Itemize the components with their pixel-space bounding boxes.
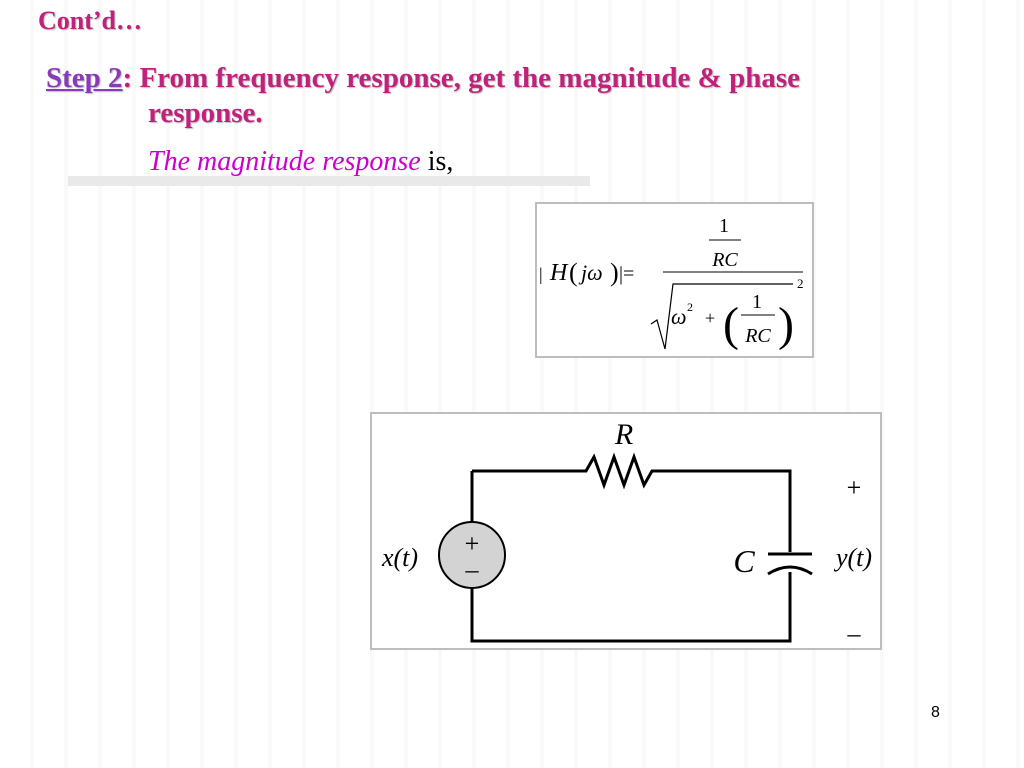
eq-den-paren-open: ( [723, 298, 739, 351]
circuit-bottom-wire [470, 572, 792, 643]
eq-den-omega: ω [671, 304, 687, 329]
eq-lhs-paren-close: ) [610, 258, 619, 287]
output-minus-sign: – [847, 619, 862, 648]
rc-circuit-diagram: + – R C x(t) y(t) + – [381, 418, 872, 648]
step-text-line2: response. [148, 97, 263, 129]
eq-den-plus: + [705, 308, 715, 328]
magnitude-equation: | H ( jω ) |= 1 RC 2 ω 2 + ( 1 RC ) [539, 215, 804, 351]
eq-lhs-bar-eq: |= [619, 263, 634, 285]
input-signal-label: x(t) [381, 543, 418, 572]
step-colon: : [122, 62, 133, 94]
output-signal-label: y(t) [833, 543, 872, 572]
page-number: 8 [931, 704, 940, 721]
circuit-top-wire [472, 452, 792, 552]
step-line: Step 2: From frequency response, get the… [46, 58, 966, 98]
eq-num-one: 1 [719, 215, 729, 237]
eq-den-rc: RC [744, 325, 771, 347]
eq-num-rc: RC [711, 249, 738, 271]
magnitude-response-rest: is, [420, 146, 454, 177]
eq-den-omega-exp: 2 [687, 300, 693, 314]
circuit-diagram-box: + – R C x(t) y(t) + – [370, 412, 882, 650]
capacitor-label: C [733, 543, 755, 579]
eq-den-paren-close: ) [778, 298, 794, 351]
magnitude-response-line: The magnitude response is, [148, 146, 453, 178]
source-plus-sign: + [465, 529, 480, 558]
step-link[interactable]: Step 2 [46, 62, 123, 94]
eq-lhs-jw: jω [578, 260, 603, 285]
eq-den-outer-exp: 2 [797, 276, 804, 291]
resistor-label: R [614, 418, 633, 451]
capacitor-bottom-plate [767, 565, 813, 576]
equation-box: | H ( jω ) |= 1 RC 2 ω 2 + ( 1 RC ) [535, 202, 814, 358]
voltage-source-icon [438, 521, 506, 589]
eq-lhs-h: H [549, 260, 569, 286]
eq-lhs-paren-open: ( [569, 258, 578, 287]
text-underline-bar [68, 176, 590, 186]
eq-den-one: 1 [752, 291, 762, 313]
eq-sqrt-sign [650, 283, 793, 350]
step-text-line1: From frequency response, get the magnitu… [132, 62, 800, 94]
eq-lhs-bar-left: | [539, 264, 543, 284]
source-minus-sign: – [465, 555, 480, 584]
output-plus-sign: + [847, 473, 862, 502]
slide-heading: Cont’d… [38, 6, 143, 35]
magnitude-response-emphasis: The magnitude response [148, 146, 421, 177]
